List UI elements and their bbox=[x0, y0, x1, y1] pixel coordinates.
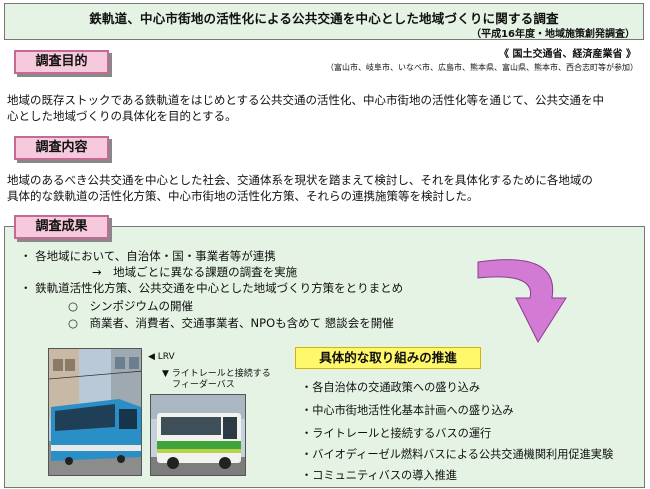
initiative-item: ・バイオディーゼル燃料バスによる公共交通機関利用促進実験 bbox=[301, 448, 614, 461]
title-box: 鉄軌道、中心市街地の活性化による公共交通を中心とした地域づくりに関する調査 （平… bbox=[4, 3, 644, 40]
initiative-item: ・ライトレールと接続するバスの運行 bbox=[301, 427, 492, 440]
content-line: 具体的な鉄軌道の活性化方策、中心市街地の活性化方策、それらの連携施策等を検討した… bbox=[7, 189, 479, 203]
results-item: ○ シンポジウムの開催 bbox=[68, 299, 194, 313]
bus-caption: フィーダーバス bbox=[172, 380, 235, 390]
results-bullet: ・ 鉄軌道活性化方策、公共交通を中心とした地域づくり方策をとりまとめ bbox=[20, 281, 404, 295]
results-subbullet: → 地域ごとに異なる課題の調査を実施 bbox=[92, 265, 298, 279]
section-label-purpose: 調査目的 bbox=[14, 50, 109, 74]
page-title: 鉄軌道、中心市街地の活性化による公共交通を中心とした地域づくりに関する調査 bbox=[89, 11, 559, 26]
results-bullet: ・ 各地域において、自治体・国・事業者等が連携 bbox=[20, 249, 276, 263]
feeder-bus-photo bbox=[150, 394, 246, 476]
page-subtitle: （平成16年度・地域施策創発調査） bbox=[471, 29, 635, 40]
section-label-results: 調査成果 bbox=[14, 215, 109, 239]
participants: （富山市、岐阜市、いなべ市、広島市、熊本県、富山県、熊本市、西合志町等が参加） bbox=[326, 63, 638, 72]
content-line: 地域のあるべき公共交通を中心とした社会、交通体系を現状を踏まえて検討し、それを具… bbox=[7, 173, 593, 187]
purpose-text: 地域の既存ストックである鉄軌道をはじめとする公共交通の活性化、中心市街地の活性化… bbox=[7, 92, 637, 124]
content-text: 地域のあるべき公共交通を中心とした社会、交通体系を現状を踏まえて検討し、それを具… bbox=[7, 172, 637, 204]
initiative-item: ・中心市街地活性化基本計画への盛り込み bbox=[301, 404, 514, 417]
initiative-item: ・各自治体の交通政策への盛り込み bbox=[301, 381, 481, 394]
initiative-item: ・コミュニティバスの導入推進 bbox=[301, 469, 457, 482]
source-agencies: 《 国土交通省、経済産業省 》 bbox=[499, 49, 636, 60]
section-label-content: 調査内容 bbox=[14, 136, 109, 160]
curved-arrow-icon bbox=[477, 259, 567, 344]
bus-caption: ▼ ライトレールと接続する bbox=[162, 369, 271, 379]
initiatives-heading: 具体的な取り組みの推進 bbox=[295, 347, 481, 369]
lrv-photo bbox=[48, 348, 142, 476]
results-item: ○ 商業者、消費者、交通事業者、NPOも含めて 懇談会を開催 bbox=[68, 316, 394, 330]
purpose-line: 心とした地域づくりの具体化を目的とする。 bbox=[7, 109, 237, 123]
lrv-caption: ◀ LRV bbox=[148, 352, 175, 362]
purpose-line: 地域の既存ストックである鉄軌道をはじめとする公共交通の活性化、中心市街地の活性化… bbox=[7, 93, 604, 107]
